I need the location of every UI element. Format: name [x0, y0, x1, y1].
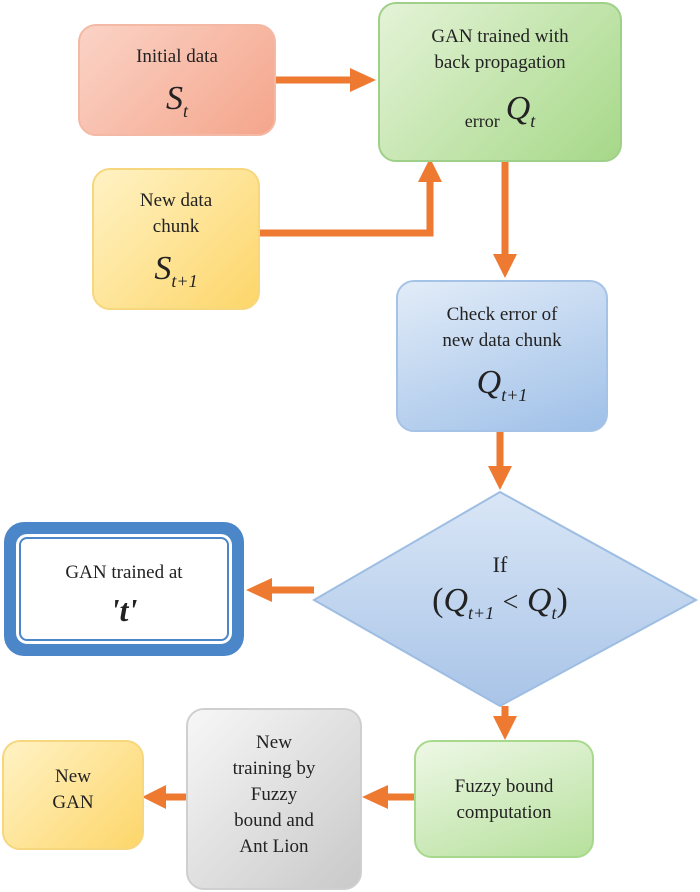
- decision-diamond: [311, 490, 699, 708]
- arrowhead-training-to-newgan: [142, 785, 166, 809]
- check-error-label-1: Check error of: [446, 304, 558, 325]
- decision-condition: (Qt+1 < Qt): [432, 582, 568, 623]
- arrowhead-check-to-decision: [488, 466, 512, 490]
- fuzzy-bound-label-1: Fuzzy bound: [454, 776, 554, 797]
- decision-text: If (Qt+1 < Qt): [370, 552, 630, 642]
- gan-trained-at-inner: GAN trained at 't': [13, 531, 235, 647]
- new-training-box: New training by Fuzzy bound and Ant Lion: [186, 708, 362, 890]
- check-error-box: Check error of new data chunk Qt+1: [396, 280, 608, 432]
- new-gan-label-1: New: [55, 766, 91, 787]
- error-word: error: [464, 111, 500, 131]
- new-training-line: bound and: [234, 810, 314, 831]
- arrowhead-fuzzy-to-training: [362, 785, 388, 809]
- new-gan-label-2: GAN: [52, 792, 94, 813]
- arrowhead-chunk-to-gan: [418, 158, 442, 182]
- initial-data-box: Initial data St: [78, 24, 276, 136]
- new-training-line: New: [256, 732, 292, 753]
- fuzzy-bound-label-2: computation: [456, 802, 552, 823]
- decision-operator: <: [502, 587, 519, 618]
- arrowhead-decision-to-trained: [246, 578, 272, 602]
- initial-data-symbol: St: [165, 80, 188, 121]
- arrowhead-gan-to-check: [493, 254, 517, 278]
- new-training-label: New training by Fuzzy bound and Ant Lion: [188, 730, 360, 860]
- gan-backprop-symbol: Qt: [505, 90, 536, 131]
- new-data-chunk-box: New data chunk St+1: [92, 168, 260, 310]
- check-error-symbol: Qt+1: [476, 364, 528, 405]
- new-data-chunk-label-1: New data: [139, 190, 213, 211]
- arrowhead-initial-to-gan: [350, 68, 376, 92]
- gan-trained-at-label: GAN trained at: [65, 562, 183, 583]
- arrowhead-decision-to-fuzzy: [493, 716, 517, 740]
- gan-trained-at-box: GAN trained at 't': [4, 522, 244, 656]
- fuzzy-bound-box: Fuzzy bound computation: [414, 740, 594, 858]
- decision-if-label: If: [492, 552, 508, 577]
- initial-data-label: Initial data: [136, 46, 218, 67]
- new-training-line: Fuzzy: [250, 784, 298, 805]
- arrow-chunk-to-gan: [260, 178, 434, 237]
- gan-backprop-label-1: GAN trained with: [431, 26, 569, 47]
- new-gan-box: New GAN: [2, 740, 144, 850]
- gan-backprop-label-2: back propagation: [434, 52, 566, 73]
- new-training-line: Ant Lion: [239, 836, 309, 857]
- gan-trained-at-value: 't': [110, 592, 138, 628]
- new-training-line: training by: [232, 758, 316, 779]
- check-error-label-2: new data chunk: [442, 330, 562, 351]
- new-data-chunk-symbol: St+1: [154, 250, 198, 291]
- new-data-chunk-label-2: chunk: [152, 216, 200, 237]
